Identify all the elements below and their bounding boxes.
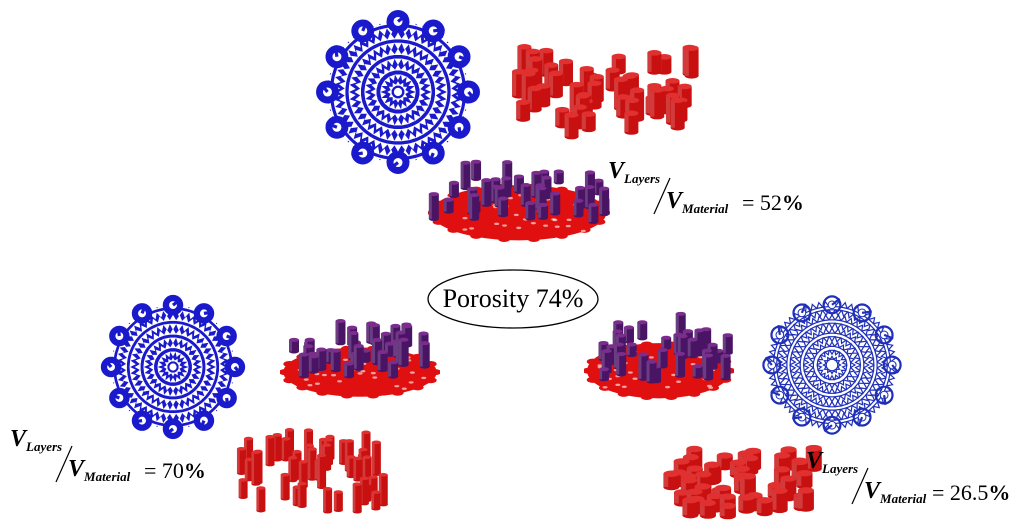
top-lattice-pattern <box>316 10 480 174</box>
porosity-text: Porosity 74% <box>442 284 584 313</box>
ratio-percent: % <box>781 190 804 215</box>
right-pillar-array <box>663 444 822 520</box>
ratio-value: = 70 <box>144 458 184 483</box>
ratio-numerator-sub: Layers <box>822 461 859 476</box>
ratio-numerator-var: V <box>806 448 823 474</box>
ratio-numerator-sub: Layers <box>624 171 661 186</box>
ratio-numerator-sub: Layers <box>26 439 63 454</box>
ratio-denominator-var: V <box>864 478 881 504</box>
ratio-numerator-var: V <box>10 426 27 452</box>
ratio-denominator-sub: Material <box>682 201 729 216</box>
ratio-percent: % <box>183 458 206 483</box>
top-pillar-array <box>512 44 699 140</box>
ratio-percent: % <box>988 480 1011 505</box>
left-composite-structure <box>280 319 440 399</box>
left-volume-ratio: VLayers VMaterial = 70% <box>10 426 220 486</box>
left-pillar-array <box>236 428 388 514</box>
right-volume-ratio: VLayers VMaterial = 26.5% <box>806 448 1022 508</box>
ratio-denominator-sub: Material <box>880 491 927 506</box>
ratio-value: = 26.5 <box>932 480 989 505</box>
ratio-denominator-var: V <box>666 188 683 214</box>
porosity-label: Porosity 74% <box>426 268 600 330</box>
ratio-slash <box>653 177 671 215</box>
ratio-slash <box>55 445 73 483</box>
ratio-denominator-sub: Material <box>84 469 131 484</box>
left-lattice-pattern <box>100 294 246 440</box>
porosity-ellipse <box>427 269 599 329</box>
top-composite-structure <box>428 159 610 242</box>
ratio-slash <box>851 467 869 505</box>
ratio-denominator-var: V <box>68 456 85 482</box>
right-lattice-pattern <box>762 295 902 435</box>
right-composite-structure <box>584 311 734 400</box>
top-volume-ratio: VLayers VMaterial = 52% <box>608 158 818 218</box>
ratio-value: = 52 <box>742 190 782 215</box>
ratio-numerator-var: V <box>608 158 625 184</box>
